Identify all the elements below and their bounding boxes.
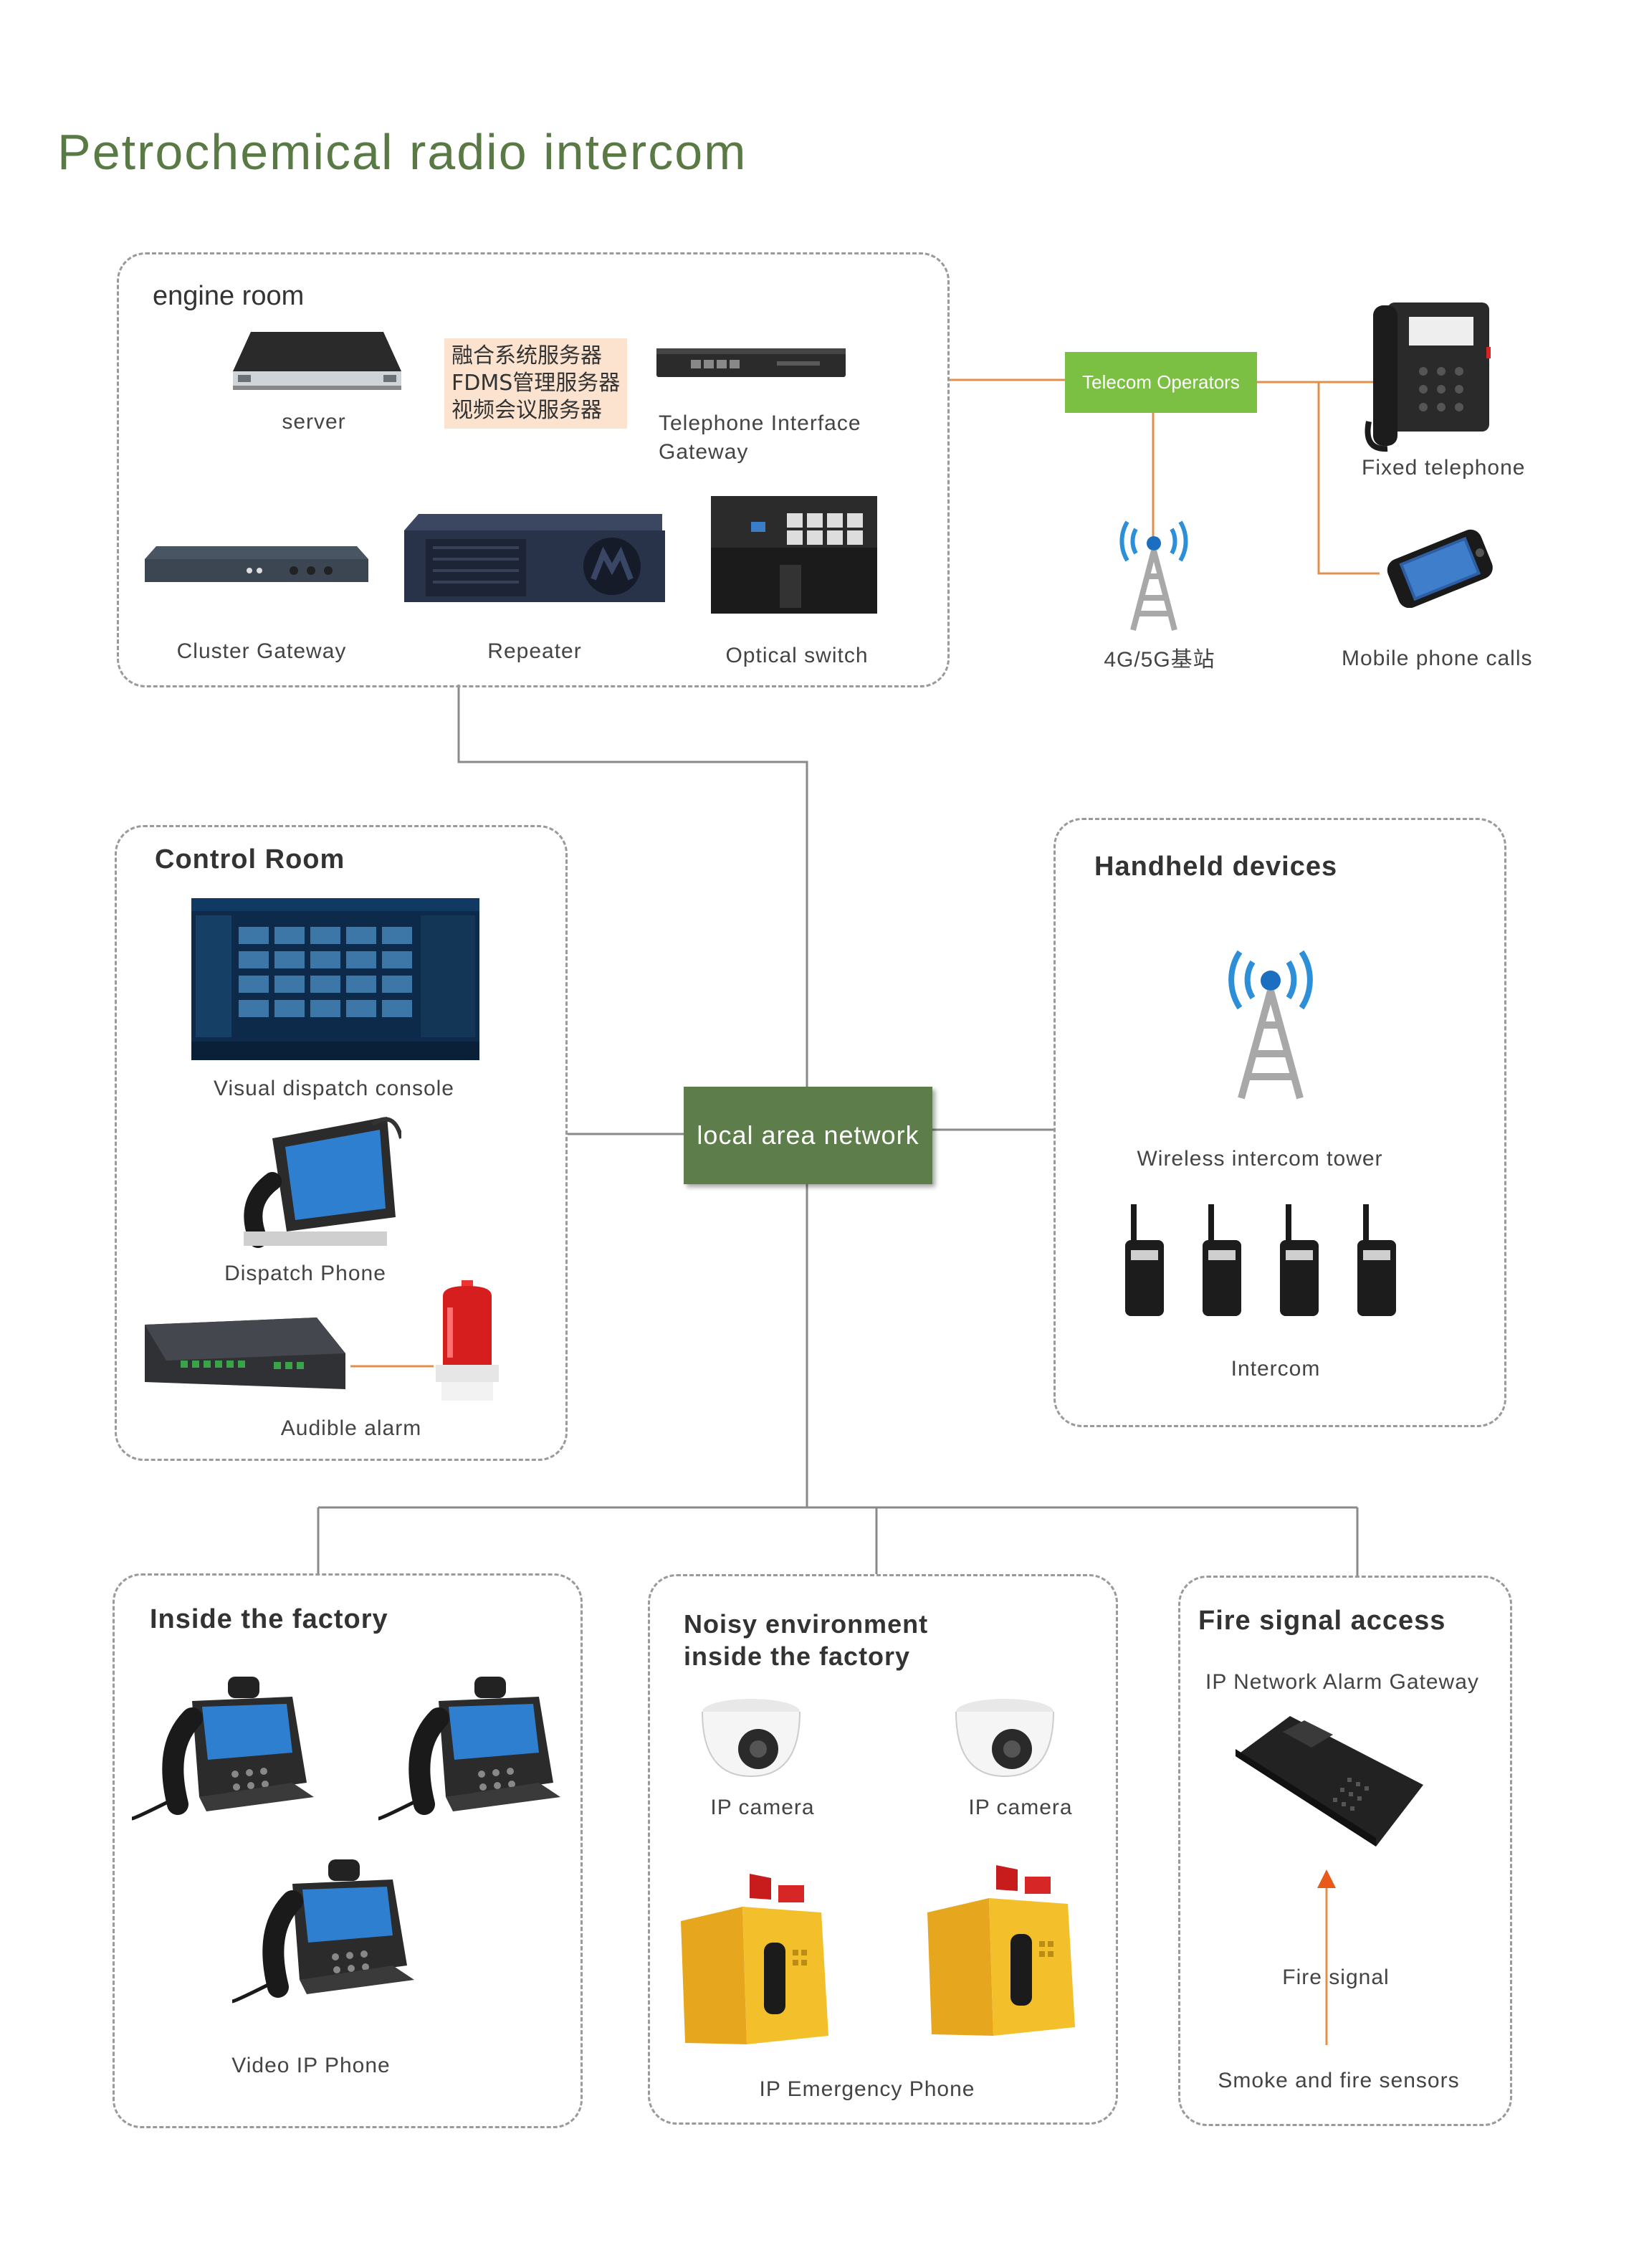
telephone-gateway-icon xyxy=(656,348,846,377)
page-title: Petrochemical radio intercom xyxy=(57,124,747,180)
noisy-environment-box xyxy=(648,1574,1118,2125)
emergency-phone-icon-2 xyxy=(927,1865,1075,2036)
wireless-tower-icon xyxy=(1228,950,1313,1100)
base-station-label: 4G/5G基站 xyxy=(1104,648,1215,672)
warning-beacon-icon xyxy=(436,1280,499,1401)
server-icon xyxy=(233,332,401,390)
video-ip-phone-icon-2 xyxy=(378,1677,560,1821)
server-label: server xyxy=(282,410,346,434)
fire-signal-title: Fire signal access xyxy=(1198,1606,1446,1636)
ip-camera-label-1: IP camera xyxy=(710,1796,815,1819)
dispatch-phone-label: Dispatch Phone xyxy=(224,1262,386,1285)
fixed-telephone-icon xyxy=(1365,302,1491,452)
note-line-1: 融合系统服务器 xyxy=(451,343,602,368)
cluster-gateway-icon xyxy=(145,546,368,582)
telecom-operators-node: Telecom Operators xyxy=(1065,352,1257,413)
ip-camera-label-2: IP camera xyxy=(968,1796,1073,1819)
optical-switch-icon xyxy=(711,496,877,614)
noisy-environment-title-1: Noisy environment xyxy=(684,1609,929,1639)
alarm-controller-icon xyxy=(145,1318,345,1389)
engine-room-title: engine room xyxy=(153,281,305,311)
audible-alarm-label: Audible alarm xyxy=(280,1416,422,1440)
ip-camera-icon-2 xyxy=(955,1699,1054,1778)
telephone-gateway-label-2: Gateway xyxy=(659,440,749,464)
fire-signal-label: Fire signal xyxy=(1282,1966,1390,1989)
ip-camera-icon-1 xyxy=(702,1699,801,1778)
inside-factory-box xyxy=(113,1573,583,2128)
handheld-devices-title: Handheld devices xyxy=(1094,852,1338,882)
telephone-gateway-label-1: Telephone Interface xyxy=(659,411,861,435)
control-room-box xyxy=(115,825,568,1461)
emergency-phone-label: IP Emergency Phone xyxy=(759,2077,975,2101)
inside-factory-title: Inside the factory xyxy=(150,1604,388,1634)
walkie-talkie-icon-4 xyxy=(1357,1204,1396,1316)
local-area-network-node: local area network xyxy=(684,1087,932,1184)
video-ip-phone-label: Video IP Phone xyxy=(231,2054,391,2077)
mobile-phone-icon xyxy=(1387,529,1493,608)
wireless-tower-label: Wireless intercom tower xyxy=(1137,1147,1383,1171)
intercom-label: Intercom xyxy=(1231,1357,1321,1381)
fixed-telephone-label: Fixed telephone xyxy=(1362,456,1526,480)
handheld-devices-box xyxy=(1053,818,1506,1427)
video-ip-phone-icon-1 xyxy=(131,1677,314,1821)
repeater-icon xyxy=(404,514,665,602)
alarm-gateway-label: IP Network Alarm Gateway xyxy=(1205,1670,1479,1694)
emergency-phone-icon-1 xyxy=(681,1874,828,2044)
walkie-talkie-icon-2 xyxy=(1203,1204,1241,1316)
noisy-environment-title-2: inside the factory xyxy=(684,1642,911,1671)
alarm-gateway-icon xyxy=(1236,1716,1423,1847)
walkie-talkie-icon-1 xyxy=(1125,1204,1164,1316)
video-ip-phone-icon-3 xyxy=(231,1859,414,2003)
cluster-gateway-label: Cluster Gateway xyxy=(176,639,347,663)
server-note: 融合系统服务器 FDMS管理服务器 视频会议服务器 xyxy=(444,338,628,429)
walkie-talkie-icon-3 xyxy=(1280,1204,1319,1316)
engine-room-box xyxy=(117,252,950,687)
note-line-2: FDMS管理服务器 xyxy=(451,371,621,396)
smoke-sensors-label: Smoke and fire sensors xyxy=(1218,2069,1460,2092)
dispatch-console-label: Visual dispatch console xyxy=(214,1077,454,1100)
optical-switch-label: Optical switch xyxy=(725,644,869,667)
base-station-tower-icon xyxy=(1119,520,1188,632)
note-line-3: 视频会议服务器 xyxy=(451,398,602,423)
control-room-title: Control Room xyxy=(155,844,345,875)
mobile-phone-label: Mobile phone calls xyxy=(1342,647,1533,670)
dispatch-phone-icon xyxy=(244,1117,401,1248)
fire-signal-box xyxy=(1178,1576,1512,2126)
repeater-label: Repeater xyxy=(487,639,582,663)
dispatch-console-screen-icon xyxy=(191,898,479,1060)
